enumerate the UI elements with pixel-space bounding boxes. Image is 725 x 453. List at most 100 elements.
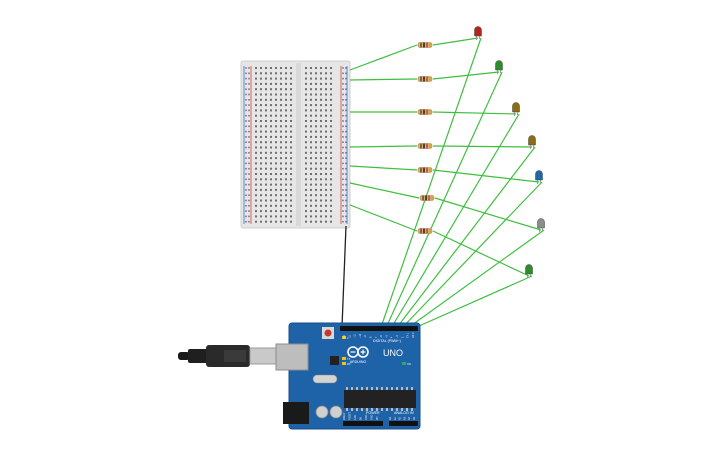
resistor[interactable]: [417, 143, 433, 149]
rail-hole: [342, 93, 344, 96]
breadboard-hole: [260, 151, 262, 154]
breadboard-hole: [255, 72, 257, 75]
breadboard-hole: [255, 141, 257, 144]
led[interactable]: [537, 218, 545, 233]
wire[interactable]: [349, 204, 418, 232]
wire[interactable]: [432, 145, 533, 148]
breadboard-hole: [275, 114, 277, 117]
breadboard-hole: [310, 204, 312, 207]
wire[interactable]: [349, 145, 418, 148]
rail-hole: [345, 125, 347, 128]
breadboard-hole: [265, 98, 267, 101]
breadboard-hole: [320, 204, 322, 207]
arduino-logo-icon: [347, 346, 369, 358]
breadboard-hole: [280, 162, 282, 165]
breadboard-hole: [275, 104, 277, 107]
resistor[interactable]: [417, 76, 433, 82]
breadboard-hole: [310, 77, 312, 80]
pin-label: A0: [389, 416, 392, 420]
breadboard-hole: [280, 93, 282, 96]
breadboard-hole: [255, 130, 257, 133]
breadboard-hole: [310, 72, 312, 75]
rail-hole: [248, 162, 250, 165]
breadboard-hole: [280, 141, 282, 144]
wire[interactable]: [409, 275, 533, 331]
breadboard-hole: [270, 141, 272, 144]
breadboard-hole: [260, 67, 262, 69]
rail-hole: [248, 157, 250, 159]
wire[interactable]: [434, 197, 542, 231]
chip-pin: [411, 387, 413, 390]
breadboard-hole: [310, 199, 312, 202]
wire[interactable]: [389, 113, 520, 331]
resistor[interactable]: [417, 42, 433, 48]
chip-pin: [396, 387, 398, 390]
arduino-uno-board[interactable]: ARDUINO UNO DIGITAL (PWM~) POWER ANALOG …: [275, 322, 421, 430]
rail-hole: [342, 215, 344, 218]
breadboard-hole: [290, 67, 292, 69]
breadboard-hole: [285, 135, 287, 138]
breadboard-hole: [290, 194, 292, 197]
rail-hole: [248, 205, 250, 207]
led[interactable]: [495, 60, 503, 74]
breadboard-hole: [255, 199, 257, 202]
breadboard-hole: [255, 88, 257, 91]
breadboard-hole: [260, 120, 262, 122]
wire[interactable]: [432, 37, 479, 46]
wire[interactable]: [349, 182, 420, 199]
wire[interactable]: [432, 169, 540, 183]
resistor[interactable]: [417, 167, 433, 173]
usb-cable[interactable]: [178, 345, 277, 367]
breadboard-hole: [275, 157, 277, 160]
breadboard-hole: [280, 125, 282, 128]
led[interactable]: [525, 264, 533, 278]
breadboard-hole: [325, 141, 327, 144]
breadboard-hole: [305, 109, 307, 112]
wire[interactable]: [394, 146, 536, 331]
breadboard-hole: [270, 120, 272, 122]
wire[interactable]: [404, 229, 545, 331]
rail-hole: [345, 210, 347, 212]
breadboard-hole: [315, 215, 317, 218]
rail-hole: [248, 120, 250, 122]
pin-label: 4: [391, 336, 394, 338]
led[interactable]: [474, 26, 482, 40]
breadboard-hole: [315, 93, 317, 96]
breadboard-hole: [275, 178, 277, 181]
breadboard[interactable]: [240, 60, 351, 229]
resistor[interactable]: [417, 228, 433, 234]
rail-hole: [342, 183, 344, 186]
wire[interactable]: [349, 165, 418, 171]
resistor[interactable]: [417, 109, 433, 115]
breadboard-hole: [320, 88, 322, 91]
breadboard-hole: [285, 104, 287, 107]
indicator-led-on: [402, 362, 406, 365]
breadboard-hole: [320, 210, 322, 213]
led[interactable]: [535, 170, 543, 185]
breadboard-hole: [270, 114, 272, 117]
resistor[interactable]: [419, 195, 435, 201]
wire[interactable]: [432, 230, 530, 277]
wire[interactable]: [349, 44, 418, 71]
wire[interactable]: [432, 71, 500, 80]
pin-label: 8: [370, 336, 373, 338]
breadboard-hole: [280, 135, 282, 138]
breadboard-hole: [305, 146, 307, 149]
wire[interactable]: [379, 37, 482, 331]
breadboard-hole: [315, 167, 317, 170]
wire[interactable]: [432, 111, 517, 115]
wire[interactable]: [399, 181, 543, 331]
wire[interactable]: [349, 78, 418, 81]
breadboard-hole: [270, 215, 272, 218]
chip-pin: [346, 408, 348, 411]
ground-wire[interactable]: [341, 225, 347, 328]
breadboard-hole: [285, 114, 287, 117]
rail-hole: [345, 178, 347, 181]
breadboard-hole: [320, 130, 322, 133]
breadboard-hole: [280, 120, 282, 122]
breadboard-hole: [285, 215, 287, 218]
led[interactable]: [528, 135, 536, 150]
breadboard-hole: [290, 151, 292, 154]
led[interactable]: [512, 102, 520, 117]
breadboard-hole: [310, 114, 312, 117]
